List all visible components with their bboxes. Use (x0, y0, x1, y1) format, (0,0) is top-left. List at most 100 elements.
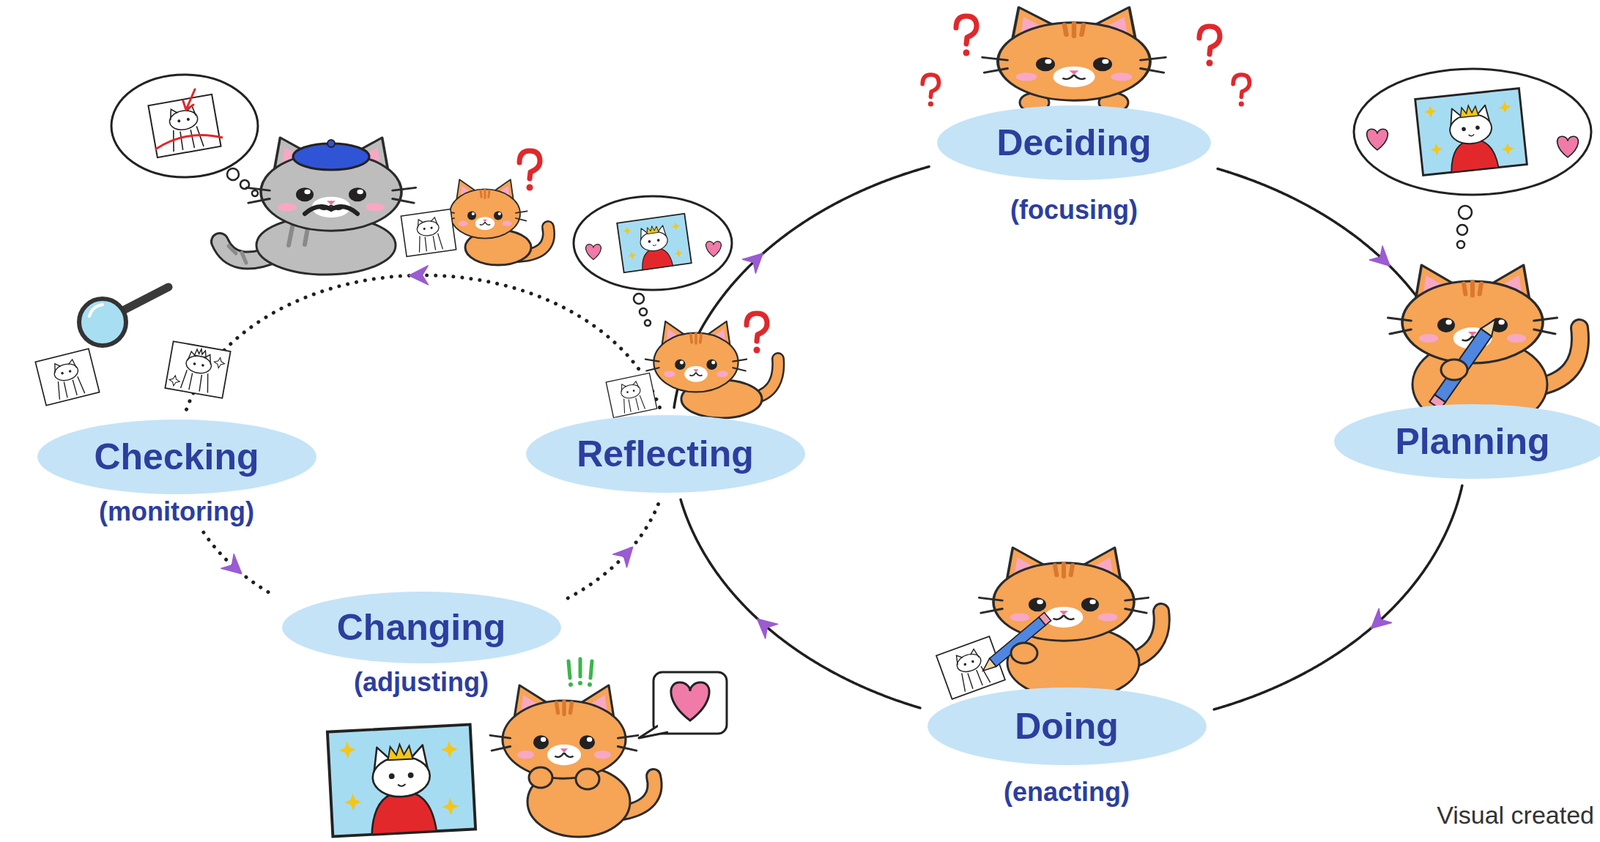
advice-cats (252, 190, 258, 197)
reflecting-cat (616, 213, 692, 273)
cycle-connector (203, 532, 275, 597)
arrow-head (408, 265, 428, 285)
ellipse-fill (1334, 404, 1600, 480)
stage-node: Checking (monitoring) (36, 419, 318, 527)
reflecting-cat (746, 313, 768, 354)
doing-cat (936, 547, 1162, 700)
stage-name: Checking (93, 437, 259, 478)
cycle-connector (567, 499, 661, 598)
stage-node: Changing(adjusting) (281, 591, 562, 698)
reflecting-cat (586, 244, 602, 261)
planning-cat (1557, 136, 1579, 158)
arrow-head (757, 619, 779, 639)
stage-node: Planning (1333, 403, 1600, 480)
doing-cat (989, 617, 1047, 668)
checking-props (168, 349, 226, 394)
doing-cat (936, 636, 1006, 700)
stage-name: Deciding (996, 123, 1151, 164)
advice-cats (400, 209, 456, 258)
deciding-cat (1232, 74, 1250, 107)
stage-node: Reflecting (525, 414, 806, 494)
checking-props (35, 287, 231, 406)
checking-props (89, 304, 103, 317)
changing-cat (327, 724, 476, 837)
planning-cat (1367, 128, 1389, 151)
stage-name: Changing (336, 608, 507, 649)
checking-props (164, 341, 231, 399)
changing-cat (528, 767, 553, 789)
planning-cat (1441, 359, 1468, 381)
arrow-head (1369, 246, 1390, 266)
ellipse-fill (37, 419, 317, 495)
cycle-connector (185, 275, 660, 412)
arrow-head (221, 554, 242, 575)
advice-cats (183, 89, 195, 110)
reflecting-cat (573, 196, 779, 419)
checking-props (79, 298, 127, 346)
advice-cats (111, 74, 258, 178)
checking-props (123, 287, 169, 311)
cycle-connector (1213, 485, 1463, 710)
advice-cats (327, 139, 335, 148)
deciding-cat (1199, 26, 1220, 67)
checking-props (35, 348, 99, 406)
planning-cat (1480, 315, 1501, 337)
credit-note: Visual created (1436, 801, 1595, 831)
advice-cats (519, 150, 540, 192)
advice-cats (246, 137, 416, 231)
advice-cats (442, 179, 527, 239)
ellipse-fill (526, 415, 806, 494)
planning-cat (1353, 68, 1592, 195)
arrow-head (742, 253, 764, 274)
checking-props (164, 341, 231, 399)
stage-ellipse: Reflecting (525, 414, 806, 494)
reflecting-cat (605, 373, 657, 419)
changing-cat (527, 767, 631, 838)
reflecting-cat (644, 320, 651, 327)
stage-ellipse: Deciding (936, 104, 1212, 181)
advice-cats (227, 168, 239, 181)
ellipse-fill (936, 105, 1211, 181)
stage-ellipse: Doing (926, 687, 1208, 767)
stage-subtitle: (focusing) (1010, 195, 1138, 225)
changing-cat (587, 682, 592, 688)
changing-cat (653, 672, 727, 735)
stage-ellipse: Checking (36, 419, 318, 496)
planning-cat (1457, 224, 1468, 236)
planning-cat (1353, 68, 1592, 431)
stage-name: Doing (1014, 706, 1119, 748)
arrow-head (613, 547, 633, 568)
changing-cat (578, 681, 583, 686)
changing-cat (327, 659, 727, 838)
reflecting-cat (645, 321, 747, 392)
changing-cat (575, 769, 600, 790)
advice-cats (155, 134, 223, 150)
changing-cat (657, 722, 673, 732)
reflecting-cat (639, 308, 647, 316)
reflecting-cat (573, 196, 732, 291)
stage-node: Deciding (focusing) (936, 104, 1212, 225)
stage-name: Planning (1394, 421, 1550, 463)
changing-cat (671, 682, 710, 721)
stage-node: Doing(enacting) (926, 687, 1208, 808)
stage-ellipse: Changing (281, 591, 562, 665)
advice-cats (111, 74, 549, 275)
doing-cat (1038, 613, 1052, 626)
doing-cat (979, 658, 997, 675)
planning-cat (1458, 205, 1472, 220)
planning-cat (1434, 328, 1492, 403)
planning-cat (1457, 241, 1465, 249)
planning-cat (1429, 315, 1501, 410)
deciding-cat (922, 7, 1250, 113)
planning-cat (1415, 88, 1528, 176)
ellipse-fill (927, 687, 1207, 766)
changing-cat (568, 659, 592, 679)
advice-cats (304, 206, 358, 214)
stage-subtitle: (monitoring) (98, 497, 255, 527)
deciding-cat (922, 74, 939, 107)
ellipse-fill (282, 591, 562, 664)
advice-cats (228, 246, 247, 264)
stage-name: Reflecting (576, 434, 754, 475)
